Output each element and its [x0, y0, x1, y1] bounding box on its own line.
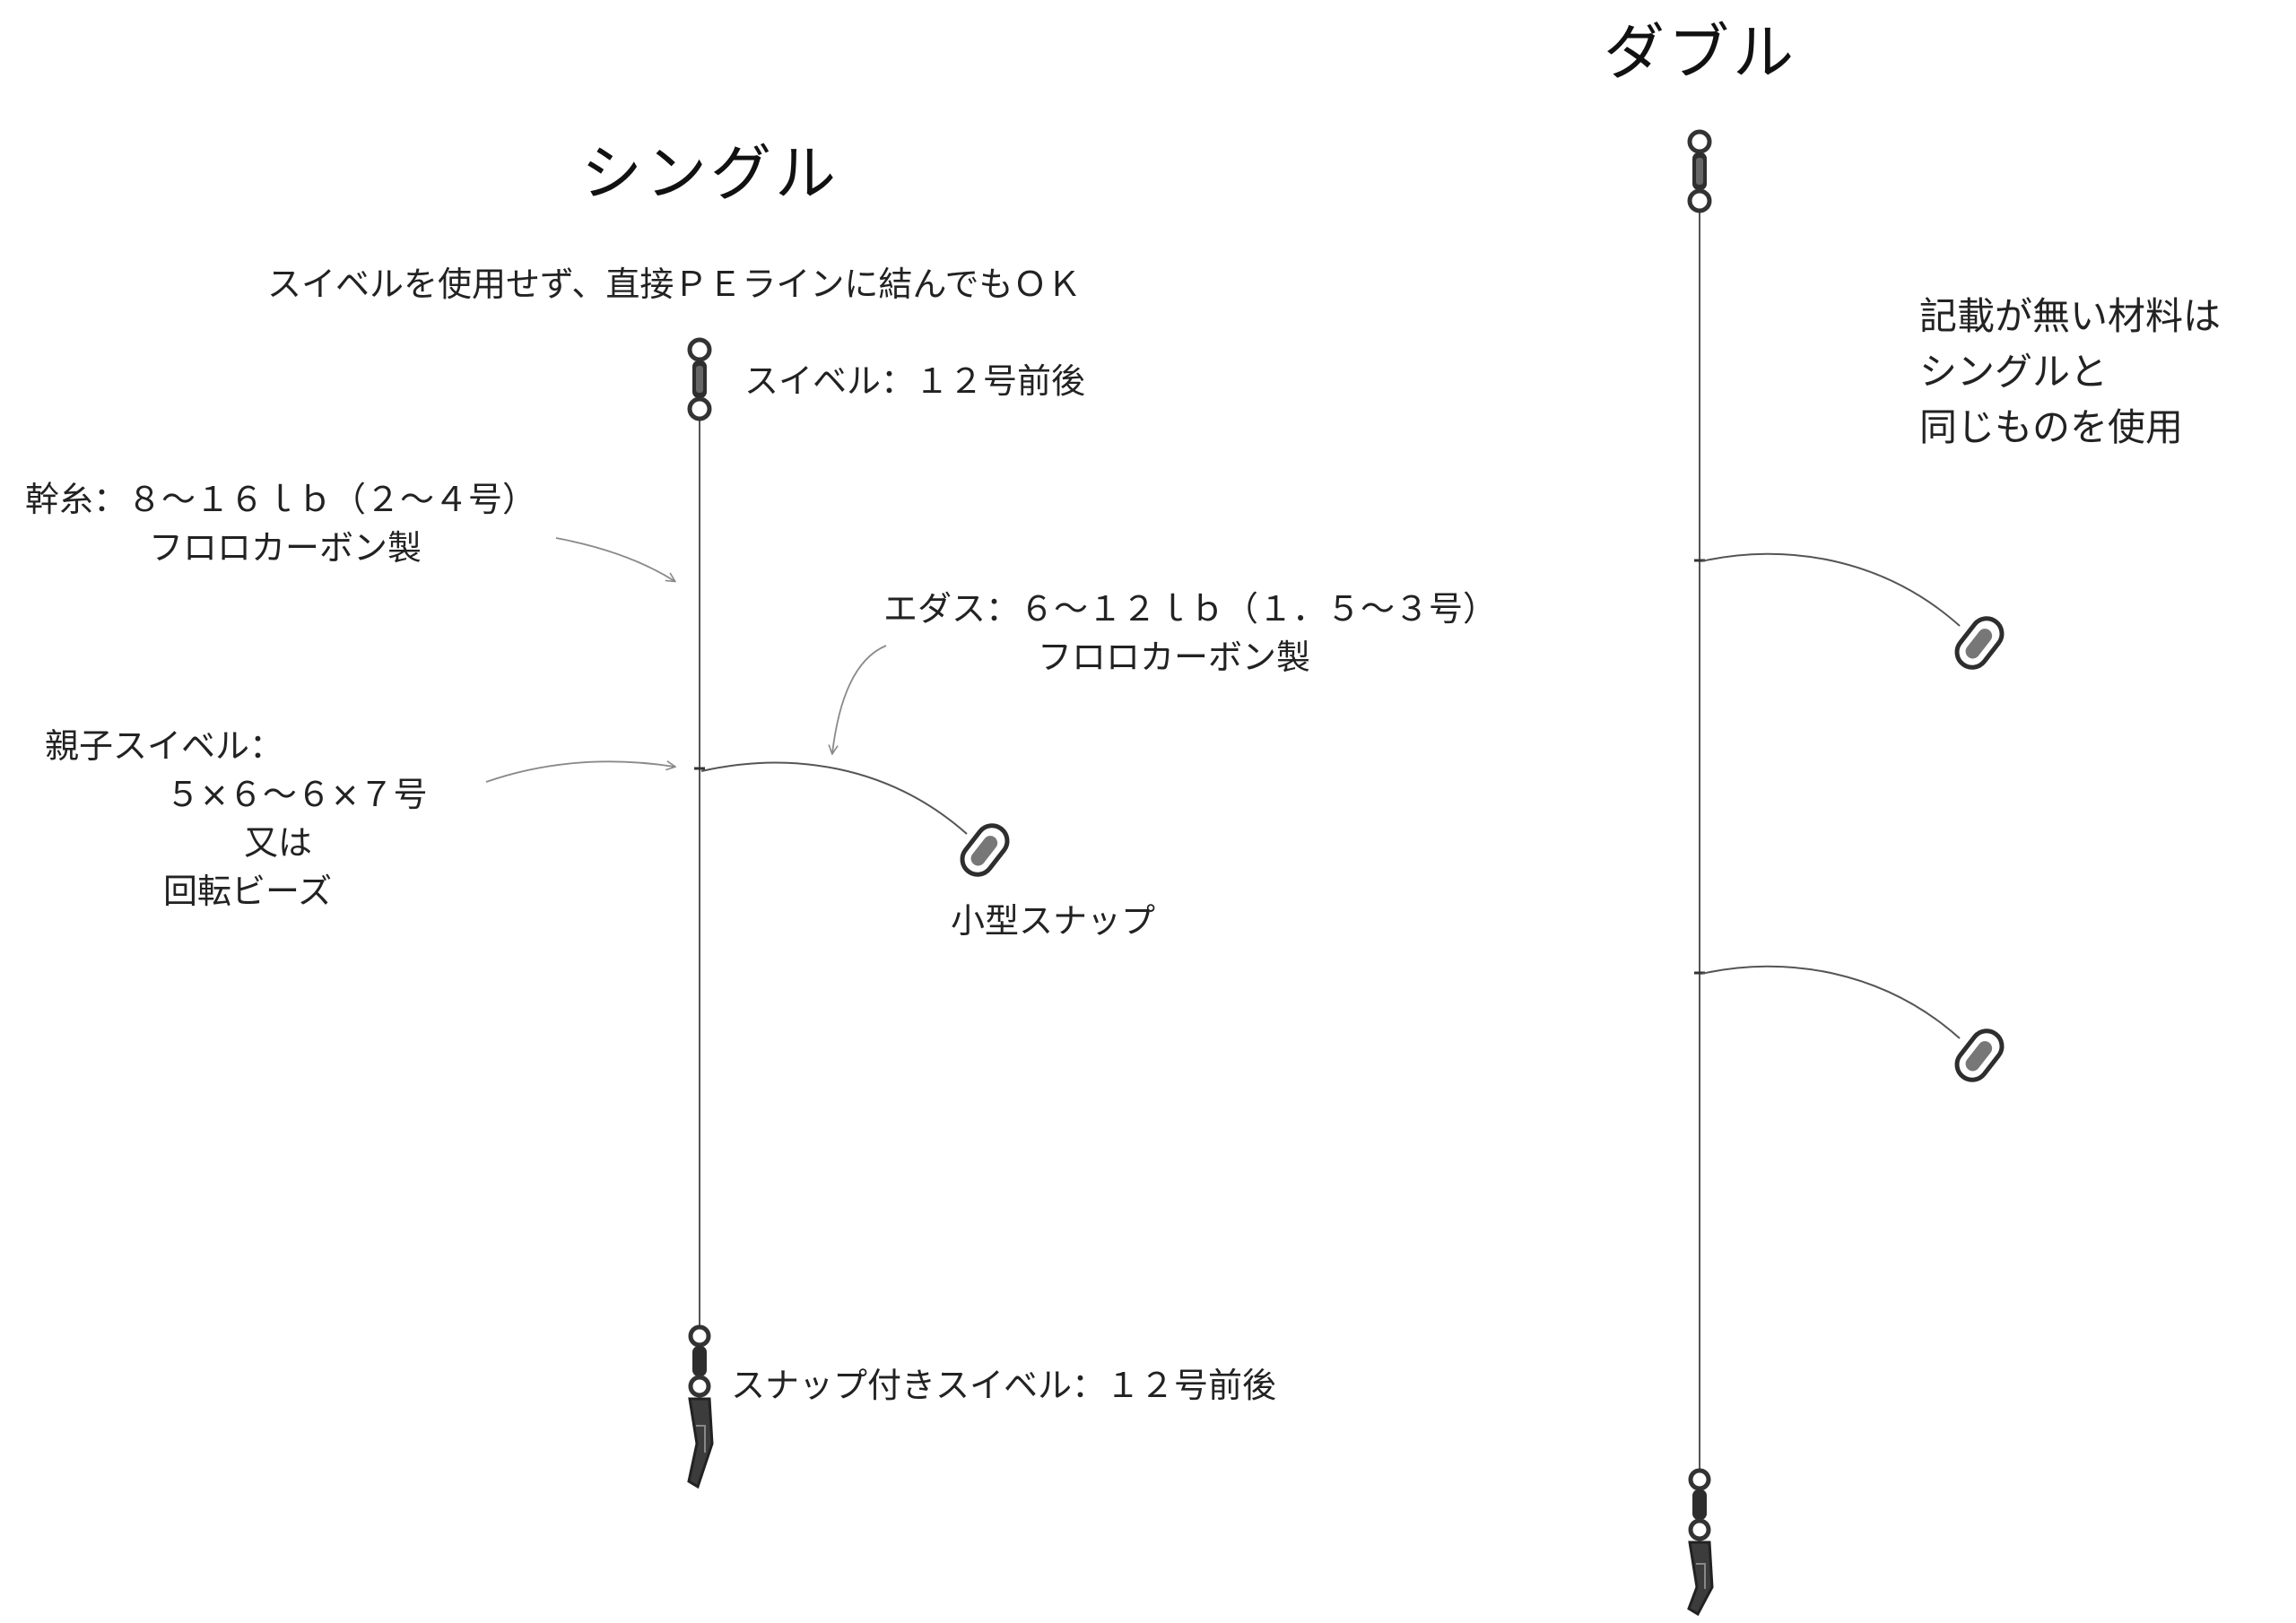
single-branch-snap [960, 823, 1010, 877]
double-top-swivel [1687, 129, 1712, 213]
main-line-label: 幹糸：８～１６ｌｂ（２～４号） フロロカーボン製 [25, 475, 536, 572]
main-line-label-1: 幹糸：８～１６ｌｂ（２～４号） [25, 480, 537, 519]
single-title: シングル [581, 139, 840, 210]
double-lower-branch-snap [1954, 1028, 2005, 1082]
single-bottom-snap-swivel [687, 1324, 714, 1489]
branch-line-arrow [832, 645, 887, 753]
double-rig [1687, 129, 2005, 1617]
bottom-snap-swivel-label: スナップ付きスイベル：１２号前後 [731, 1366, 1277, 1405]
cross-swivel-label-4: 回転ビーズ [163, 872, 333, 911]
double-note-2: シングルと [1919, 350, 2109, 394]
small-snap-label: 小型スナップ [951, 901, 1156, 941]
single-top-swivel [687, 337, 712, 421]
branch-line-label: エダス：６～１２ｌｂ（１．５～３号） フロロカーボン製 [883, 585, 1497, 681]
cross-swivel-label: 親子スイベル： ５×６～６×７号 又は 回転ビーズ [45, 722, 511, 916]
double-bottom-snap-swivel [1687, 1468, 1714, 1617]
main-line-label-2: フロロカーボン製 [149, 528, 422, 568]
top-swivel-label: スイベル：１２号前後 [744, 361, 1086, 401]
branch-line-label-2: フロロカーボン製 [1038, 638, 1311, 677]
cross-swivel-label-3: 又は [244, 823, 313, 863]
main-line-arrow [555, 537, 674, 581]
double-lower-branch-line [1700, 965, 1961, 1039]
double-note: 記載が無い材料は シングルと 同じものを使用 [1919, 289, 2221, 456]
double-upper-branch-line [1700, 552, 1961, 627]
double-note-3: 同じものを使用 [1919, 405, 2184, 449]
double-title: ダブル [1604, 18, 1798, 89]
double-note-1: 記載が無い材料は [1919, 294, 2222, 338]
single-branch-line [700, 761, 968, 835]
branch-line-label-1: エダス：６～１２ｌｂ（１．５～３号） [883, 589, 1498, 629]
cross-swivel-label-2: ５×６～６×７号 [166, 775, 428, 814]
single-note: スイベルを使用せず、直接ＰＥラインに結んでもＯＫ [267, 265, 1082, 304]
single-rig [485, 337, 1010, 1489]
cross-swivel-label-1: 親子スイベル： [45, 726, 284, 766]
cross-swivel-arrow [485, 761, 674, 783]
double-upper-branch-snap [1954, 616, 2005, 670]
